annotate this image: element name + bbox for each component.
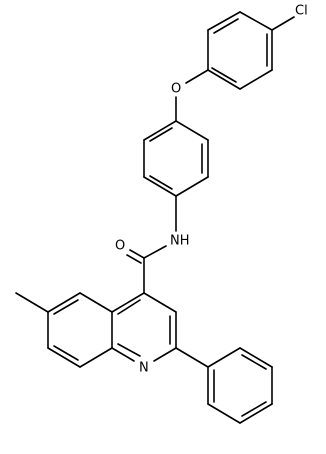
phenyl-ring xyxy=(207,347,273,424)
phenylene-ring xyxy=(143,120,209,197)
chlorophenyl-ring xyxy=(207,11,273,90)
ether-oxygen-label: O xyxy=(171,82,181,97)
carbonyl-oxygen-label: O xyxy=(115,239,125,254)
amide-nitrogen-label: NH xyxy=(170,234,190,249)
methyl-bond xyxy=(15,292,49,313)
carbonyl-double-bond-a xyxy=(129,249,145,259)
o-ring-a-bond xyxy=(185,69,209,84)
quinoline-nitrogen-label: N xyxy=(139,361,149,376)
quinoline-benzo-ring xyxy=(47,292,113,368)
c2-phenyl-bond xyxy=(175,347,209,368)
quinoline-pyridine-ring xyxy=(111,292,177,362)
c-cl-bond xyxy=(271,16,295,31)
chlorine-label: Cl xyxy=(295,4,308,19)
carbonyl-double-bond-b xyxy=(126,254,142,264)
n-carbonyl-bond xyxy=(143,245,167,259)
